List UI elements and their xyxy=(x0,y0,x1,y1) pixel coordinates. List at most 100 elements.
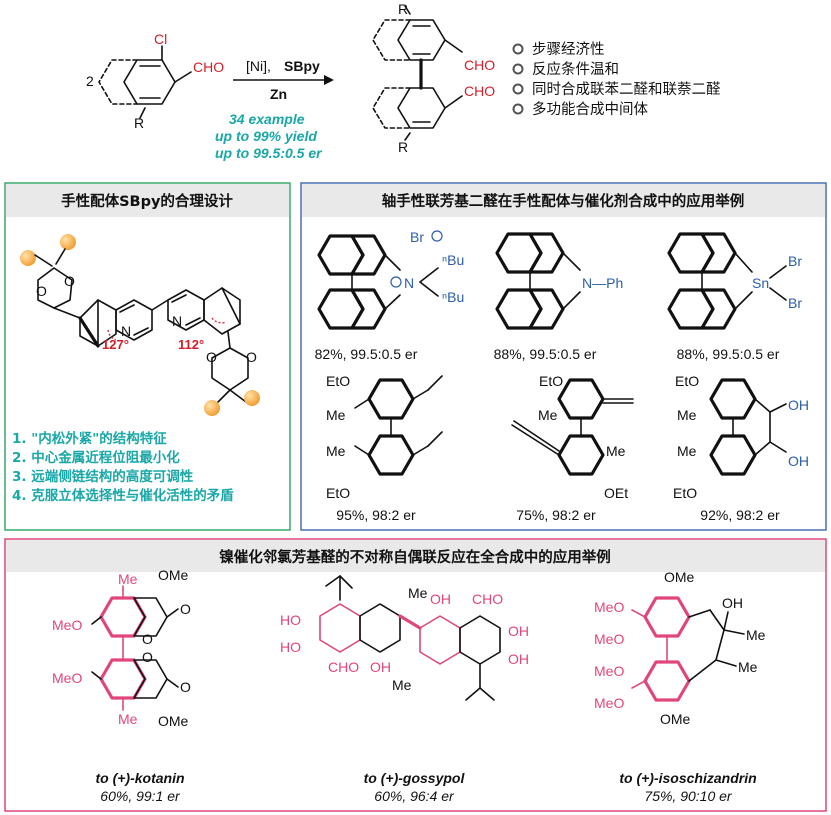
design-point: 3. 远端侧链结构的高度可调性 xyxy=(12,468,194,485)
hydroxyl-label: OH xyxy=(722,595,743,611)
methyl-label: Me xyxy=(538,407,558,423)
oxygen-label: O xyxy=(64,273,75,289)
methyl-label: Me xyxy=(746,627,766,643)
ball-icon xyxy=(60,234,76,250)
oxygen-label: O xyxy=(180,679,191,695)
bullet-dot xyxy=(512,83,524,95)
ethoxy-label: EtO xyxy=(326,485,350,501)
application-result: 95%, 98:2 er xyxy=(336,507,416,523)
tin-label: Sn xyxy=(752,275,769,291)
applications-panel-title: 轴手性联芳基二醛在手性配体与催化剂合成中的应用举例 xyxy=(382,192,745,210)
product-r-top: R xyxy=(398,1,408,17)
hydroxyl-label: OH xyxy=(508,623,529,639)
feature-list: 步骤经济性 反应条件温和 同时合成联苯二醛和联萘二醛 多功能合成中间体 xyxy=(512,41,721,118)
hydroxyl-label: OH xyxy=(788,397,809,413)
hydroxyl-label: OH xyxy=(788,453,809,469)
gossypol-structure: HO HO CHO OH Me OH CHO OH OH Me xyxy=(280,575,529,701)
design-point: 4. 克服立体选择性与催化活性的矛盾 xyxy=(12,487,234,504)
hydroxyl-label: HO xyxy=(280,612,301,628)
product-r-bottom: R xyxy=(398,139,408,155)
synthesis-result: 75%, 90:10 er xyxy=(644,788,733,804)
dialkynyl-biaryl-structure: EtO Me Me OEt xyxy=(511,373,634,501)
oxygen-label: O xyxy=(180,601,191,617)
stannepine-structure: Sn Br Br xyxy=(667,232,802,330)
ethoxy-label: EtO xyxy=(326,373,350,389)
methyl-label: Me xyxy=(118,711,138,727)
hydroxyl-label: OH xyxy=(508,651,529,667)
synthesis-result: 60%, 99:1 er xyxy=(100,788,181,804)
methoxy-label: MeO xyxy=(52,617,82,633)
methyl-label: Me xyxy=(677,443,697,459)
methyl-label: Me xyxy=(738,659,758,675)
bullet-dot xyxy=(512,43,524,55)
methoxy-label: OMe xyxy=(660,711,691,727)
ligand-panel-title: 手性配体SBpy的合理设计 xyxy=(61,192,233,210)
hydroxyl-label: OH xyxy=(430,591,451,607)
substrate-r: R xyxy=(134,115,144,131)
tin-bromide: Br xyxy=(788,295,802,311)
sbpy-ligand-structure: O O 127° N N 112° xyxy=(20,234,260,416)
methyl-label: Me xyxy=(408,585,428,601)
nbu-label: ⁿBu xyxy=(442,252,464,268)
design-point: 2. 中心金属近程位阻最小化 xyxy=(12,449,180,466)
methoxy-label: MeO xyxy=(52,670,82,686)
ethoxy-label: EtO xyxy=(673,485,697,501)
hydroxyl-label: OH xyxy=(370,659,391,675)
methyl-label: Me xyxy=(606,443,626,459)
oxygen-label: O xyxy=(142,631,153,647)
methyl-label: Me xyxy=(326,443,346,459)
feature-item: 多功能合成中间体 xyxy=(532,101,648,118)
applications-panel: 轴手性联芳基二醛在手性配体与催化剂合成中的应用举例 Br N ⁿBu ⁿBu 8… xyxy=(300,182,827,531)
bullet-dot xyxy=(512,103,524,115)
nbu-label: ⁿBu xyxy=(442,289,464,305)
oxygen-label: O xyxy=(246,349,257,365)
ligand-label: SBpy xyxy=(284,58,320,74)
application-result: 88%, 99.5:0.5 er xyxy=(494,346,597,362)
nitrogen-label: N xyxy=(121,323,131,339)
design-point: 1. "内松外紧"的结构特征 xyxy=(12,430,167,447)
synthesis-target: to (+)-kotanin xyxy=(95,770,184,786)
total-synthesis-panel: 镍催化邻氯芳基醛的不对称自偶联反应在全合成中的应用举例 Me Me MeO Me… xyxy=(4,538,827,812)
phenanthrene-diol-structure: OH OH EtO Me Me EtO xyxy=(673,373,809,501)
tin-bromide: Br xyxy=(788,253,802,269)
substrate-cho: CHO xyxy=(193,59,224,75)
synthesis-target: to (+)-isoschizandrin xyxy=(619,770,756,786)
substituent-cl: Cl xyxy=(154,31,167,47)
application-result: 92%, 98:2 er xyxy=(700,507,780,523)
methyl-label: Me xyxy=(326,407,346,423)
methoxy-label: MeO xyxy=(594,631,624,647)
methoxy-label: OMe xyxy=(158,567,189,583)
methoxy-label: MeO xyxy=(594,663,624,679)
synthesis-panel-title: 镍催化邻氯芳基醛的不对称自偶联反应在全合成中的应用举例 xyxy=(219,548,611,566)
ethoxy-label: EtO xyxy=(539,373,563,389)
reaction-arrow: [Ni], SBpy Zn 34 example up to 99% yield… xyxy=(215,58,334,161)
methoxy-label: OMe xyxy=(664,569,695,585)
synthesis-result: 60%, 96:4 er xyxy=(374,788,455,804)
application-result: 88%, 99.5:0.5 er xyxy=(677,346,780,362)
ethoxy-label: EtO xyxy=(675,373,699,389)
nitrogen-label: N xyxy=(172,313,182,329)
methoxy-label: MeO xyxy=(594,599,624,615)
product-structure: R R CHO CHO xyxy=(372,1,495,155)
azepine-structure: N—Ph xyxy=(495,232,623,330)
scope-er: up to 99.5:0.5 er xyxy=(215,145,323,161)
reaction-scheme: 2 Cl CHO R [Ni], SBpy Zn 34 example up t… xyxy=(86,1,721,161)
hydroxyl-label: HO xyxy=(280,639,301,655)
bullet-dot xyxy=(512,63,524,75)
aldehyde-label: CHO xyxy=(472,591,503,607)
ammonium-n: N xyxy=(404,275,414,291)
ball-icon xyxy=(244,390,260,406)
product-cho-top: CHO xyxy=(464,57,495,73)
ethoxy-label: OEt xyxy=(604,485,628,501)
synthesis-target: to (+)-gossypol xyxy=(364,770,466,786)
azepine-n-ph: N—Ph xyxy=(582,275,623,291)
application-result: 75%, 98:2 er xyxy=(516,507,596,523)
ligand-design-panel: 手性配体SBpy的合理设计 O O 127° N xyxy=(4,182,291,531)
angle-label-left: 127° xyxy=(102,337,129,352)
scope-examples: 34 example xyxy=(229,111,305,127)
aldehyde-label: CHO xyxy=(328,659,359,675)
feature-item: 步骤经济性 xyxy=(532,41,605,58)
feature-item: 同时合成联苯二醛和联萘二醛 xyxy=(532,81,721,98)
methoxy-label: MeO xyxy=(594,695,624,711)
